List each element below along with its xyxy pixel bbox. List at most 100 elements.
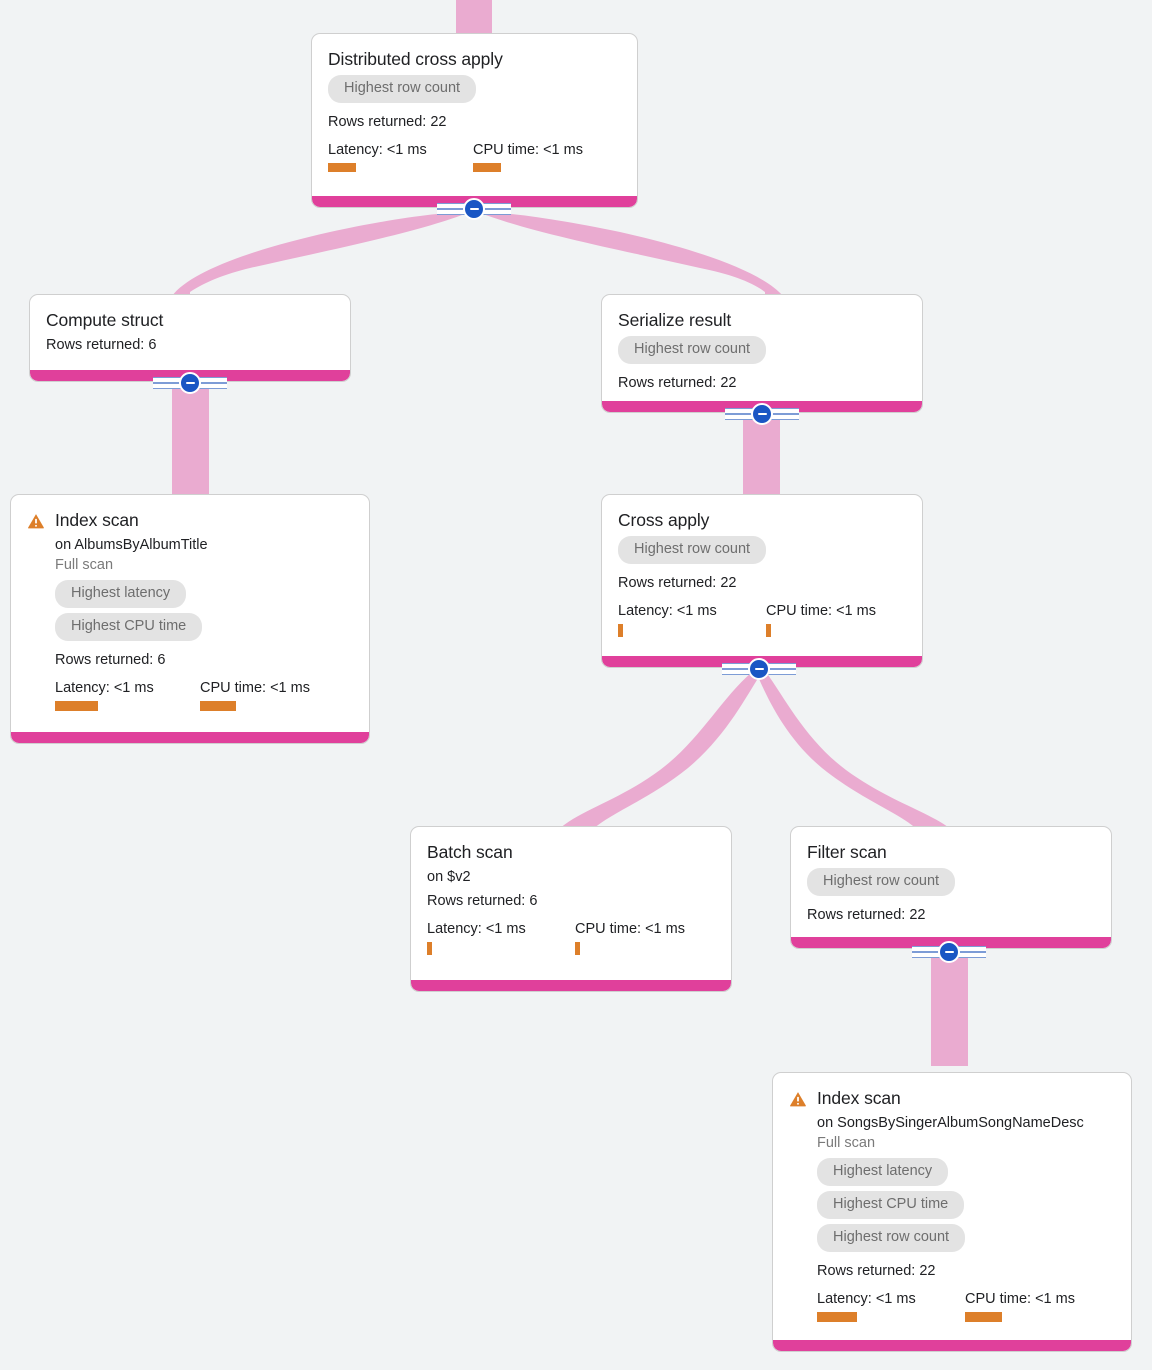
rows-returned: Rows returned: 6 xyxy=(55,652,166,668)
metric-latency-label: Latency: <1 ms xyxy=(427,921,526,937)
node-header: Compute struct Rows returned: 6 xyxy=(46,309,334,355)
collapse-toggle-distributed-cross-apply[interactable] xyxy=(437,198,511,220)
node-header: Distributed cross apply Highest row coun… xyxy=(328,48,621,172)
node-title: Compute struct xyxy=(46,310,164,330)
badge-highest-row-count: Highest row count xyxy=(817,1224,966,1252)
collapse-minus-icon[interactable] xyxy=(938,941,960,963)
node-header: Index scan on AlbumsByAlbumTitle Full sc… xyxy=(27,509,353,711)
plan-node-batch-scan[interactable]: Batch scan on $v2 Rows returned: 6 Laten… xyxy=(410,826,732,992)
plan-node-compute-struct[interactable]: Compute struct Rows returned: 6 xyxy=(29,294,351,382)
metric-latency-label: Latency: <1 ms xyxy=(618,603,717,619)
metric-cpu-bar xyxy=(766,624,771,637)
node-target: on AlbumsByAlbumTitle xyxy=(55,537,208,553)
node-title: Filter scan xyxy=(807,842,887,862)
node-scan-type: Full scan xyxy=(817,1135,876,1151)
node-title: Batch scan xyxy=(427,842,513,862)
badge-list: Highest latency Highest CPU time Highest… xyxy=(817,1158,1115,1257)
metric-latency: Latency: <1 ms xyxy=(328,142,473,172)
metric-cpu: CPU time: <1 ms xyxy=(473,142,583,172)
metric-latency-bar xyxy=(427,942,432,955)
metric-latency: Latency: <1 ms xyxy=(427,921,575,955)
metric-latency: Latency: <1 ms xyxy=(618,603,766,637)
metrics-row: Latency: <1 ms CPU time: <1 ms xyxy=(55,680,353,711)
edge-filter-scan-to-index-scan xyxy=(931,956,968,1066)
metric-latency: Latency: <1 ms xyxy=(55,680,200,711)
node-header: Serialize result Highest row count Rows … xyxy=(618,309,906,393)
node-title: Index scan xyxy=(817,1088,901,1108)
node-header: Cross apply Highest row count Rows retur… xyxy=(618,509,906,637)
badge-highest-row-count: Highest row count xyxy=(618,536,767,564)
badge-highest-row-count: Highest row count xyxy=(807,868,956,896)
metric-cpu: CPU time: <1 ms xyxy=(965,1291,1075,1322)
collapse-toggle-serialize-result[interactable] xyxy=(725,403,799,425)
rows-returned: Rows returned: 6 xyxy=(46,337,157,353)
badge-list: Highest row count xyxy=(618,536,906,569)
metric-latency-bar xyxy=(55,701,98,711)
metrics-row: Latency: <1 ms CPU time: <1 ms xyxy=(817,1291,1115,1322)
metric-cpu-label: CPU time: <1 ms xyxy=(473,142,583,158)
plan-node-cross-apply[interactable]: Cross apply Highest row count Rows retur… xyxy=(601,494,923,668)
node-title: Distributed cross apply xyxy=(328,49,503,69)
rows-returned: Rows returned: 22 xyxy=(817,1263,936,1279)
collapse-minus-icon[interactable] xyxy=(463,198,485,220)
metric-latency-label: Latency: <1 ms xyxy=(55,680,154,696)
edge-cross-apply-to-filter-scan xyxy=(756,672,952,830)
edge-serialize-result-to-cross-apply xyxy=(743,418,780,498)
metric-cpu-label: CPU time: <1 ms xyxy=(200,680,310,696)
edge-compute-struct-to-index-scan xyxy=(172,388,209,498)
node-header: Batch scan on $v2 Rows returned: 6 Laten… xyxy=(427,841,715,955)
metric-cpu: CPU time: <1 ms xyxy=(766,603,876,637)
node-header: Filter scan Highest row count Rows retur… xyxy=(807,841,1095,925)
edge-root-to-serialize-result xyxy=(478,212,783,296)
edge-cross-apply-to-batch-scan xyxy=(558,672,762,830)
node-status-bar xyxy=(773,1340,1131,1351)
node-status-bar xyxy=(411,980,731,991)
badge-highest-row-count: Highest row count xyxy=(328,75,477,103)
rows-returned: Rows returned: 6 xyxy=(427,893,538,909)
collapse-minus-icon[interactable] xyxy=(748,658,770,680)
metric-latency-bar xyxy=(328,163,356,172)
metric-cpu: CPU time: <1 ms xyxy=(575,921,685,955)
node-header: Index scan on SongsBySingerAlbumSongName… xyxy=(789,1087,1115,1322)
warning-icon xyxy=(790,1092,806,1107)
metric-latency-bar xyxy=(817,1312,857,1322)
metric-cpu-bar xyxy=(473,163,501,172)
metric-cpu-label: CPU time: <1 ms xyxy=(766,603,876,619)
rows-returned: Rows returned: 22 xyxy=(328,114,447,130)
metric-cpu-bar xyxy=(200,701,236,711)
badge-highest-row-count: Highest row count xyxy=(618,336,767,364)
badge-highest-cpu-time: Highest CPU time xyxy=(55,613,203,641)
plan-node-distributed-cross-apply[interactable]: Distributed cross apply Highest row coun… xyxy=(311,33,638,208)
metric-latency: Latency: <1 ms xyxy=(817,1291,965,1322)
metric-latency-bar xyxy=(618,624,623,637)
collapse-minus-icon[interactable] xyxy=(751,403,773,425)
metric-cpu-label: CPU time: <1 ms xyxy=(575,921,685,937)
metric-cpu-bar xyxy=(965,1312,1002,1322)
warning-icon xyxy=(28,514,44,529)
edge-incoming-root xyxy=(456,0,492,33)
collapse-toggle-cross-apply[interactable] xyxy=(722,658,796,680)
collapse-minus-icon[interactable] xyxy=(179,372,201,394)
node-status-bar xyxy=(11,732,369,743)
metric-cpu-label: CPU time: <1 ms xyxy=(965,1291,1075,1307)
node-title: Serialize result xyxy=(618,310,732,330)
edge-root-to-compute-struct xyxy=(172,212,470,296)
metric-cpu-bar xyxy=(575,942,580,955)
plan-node-filter-scan[interactable]: Filter scan Highest row count Rows retur… xyxy=(790,826,1112,949)
badge-list: Highest row count xyxy=(618,336,906,369)
rows-returned: Rows returned: 22 xyxy=(618,375,737,391)
metric-latency-label: Latency: <1 ms xyxy=(328,142,427,158)
plan-node-index-scan-songs[interactable]: Index scan on SongsBySingerAlbumSongName… xyxy=(772,1072,1132,1352)
node-target: on SongsBySingerAlbumSongNameDesc xyxy=(817,1115,1084,1131)
plan-node-serialize-result[interactable]: Serialize result Highest row count Rows … xyxy=(601,294,923,413)
node-scan-type: Full scan xyxy=(55,557,114,573)
metrics-row: Latency: <1 ms CPU time: <1 ms xyxy=(618,603,906,637)
plan-node-index-scan-albums[interactable]: Index scan on AlbumsByAlbumTitle Full sc… xyxy=(10,494,370,744)
badge-highest-cpu-time: Highest CPU time xyxy=(817,1191,965,1219)
node-target: on $v2 xyxy=(427,869,471,885)
node-title: Cross apply xyxy=(618,510,710,530)
badge-list: Highest row count xyxy=(807,868,1095,901)
collapse-toggle-filter-scan[interactable] xyxy=(912,941,986,963)
collapse-toggle-compute-struct[interactable] xyxy=(153,372,227,394)
